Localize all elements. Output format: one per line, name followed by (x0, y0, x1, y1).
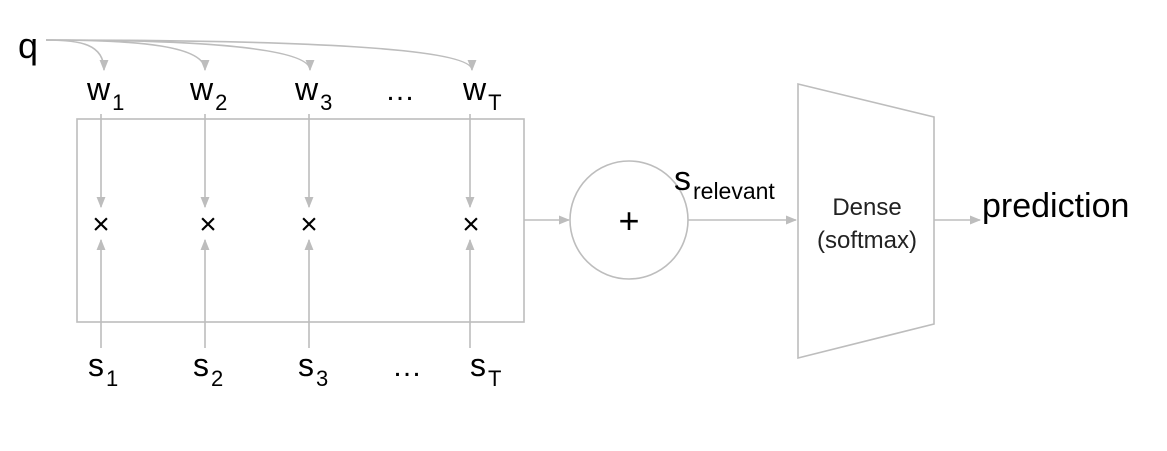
weights-ellipsis: … (385, 74, 415, 107)
multiply-3: × (300, 208, 318, 241)
dense-layer (797, 82, 935, 360)
weight-label-T: wT (462, 71, 502, 115)
query-arrow-wT (45, 39, 477, 72)
sentences-ellipsis: … (392, 350, 422, 383)
prediction-label: prediction (982, 187, 1129, 225)
sentence-label-T: sT (470, 347, 501, 391)
sentence-label-2: s2 (193, 347, 223, 391)
multiply-T: × (462, 208, 480, 241)
weight-label-2: w2 (189, 71, 227, 115)
query-label: q (18, 25, 38, 66)
multiply-1: × (92, 208, 110, 241)
sum-symbol: + (618, 200, 639, 241)
sentence-label-3: s3 (298, 347, 328, 391)
dense-activation-label: (softmax) (817, 227, 917, 254)
relevant-label: srelevant (674, 160, 775, 204)
multiply-2: × (199, 208, 217, 241)
query-arrow-w1 (45, 39, 109, 72)
sentence-label-1: s1 (88, 347, 118, 391)
weighted-memory-box (76, 118, 525, 323)
weight-label-1: w1 (86, 71, 124, 115)
weight-label-3: w3 (294, 71, 332, 115)
query-arrow-w2 (45, 39, 210, 72)
dense-label: Dense (832, 194, 901, 221)
